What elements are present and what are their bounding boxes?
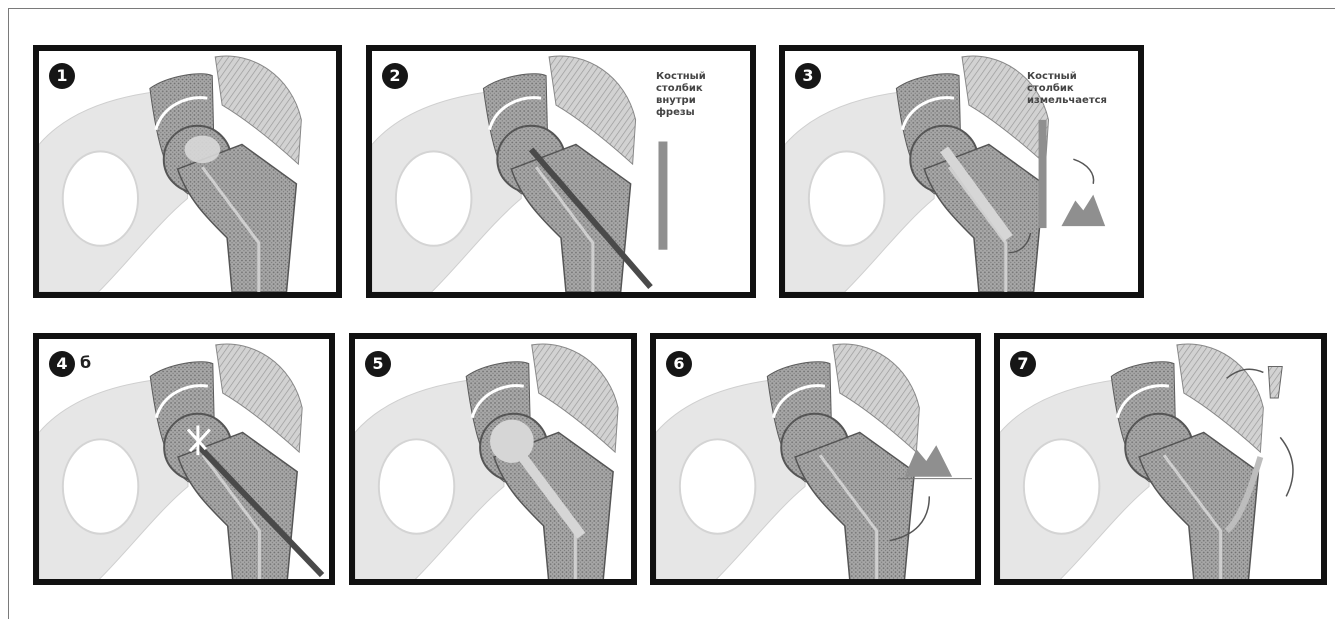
hip-joint-illustration (656, 339, 975, 579)
hip-anatomy (656, 344, 919, 579)
obturator-foramen (1024, 439, 1100, 533)
necrosis-zone (185, 136, 221, 164)
obturator-foramen (63, 439, 138, 533)
caption-line: внутри (656, 95, 706, 107)
bone-graft-pile (904, 445, 952, 476)
muscle-pedicle-graft (1268, 367, 1282, 398)
bone-core-column (1039, 120, 1047, 228)
femur (511, 144, 630, 292)
hip-joint-illustration (39, 51, 336, 292)
caption-line: Костный (656, 71, 706, 83)
step-number-badge: 4 (49, 351, 75, 377)
hip-anatomy (372, 56, 636, 292)
bone-core-caption: Костный столбик внутри фрезы (656, 71, 706, 119)
obturator-foramen (63, 151, 138, 245)
crushed-bone-pile (1061, 195, 1105, 226)
step-number-badge: 5 (365, 351, 391, 377)
obturator-foramen (809, 151, 885, 245)
obturator-foramen (680, 439, 756, 533)
step-sub-label: б (80, 353, 91, 372)
hip-anatomy (355, 344, 618, 579)
obturator-foramen (396, 151, 472, 245)
step-panel-1: 1 (33, 45, 342, 298)
caption-line: столбик (656, 83, 706, 95)
caption-line: Костный (1027, 71, 1107, 83)
process-arrow (1073, 159, 1093, 184)
femur (178, 144, 297, 292)
graft-arrow-side (1280, 437, 1293, 496)
hip-anatomy (785, 56, 1049, 292)
hip-joint-illustration (355, 339, 631, 579)
step-number-badge: 7 (1010, 351, 1036, 377)
step-panel-4: 4 б (33, 333, 335, 585)
bone-core-column (658, 141, 667, 249)
step-panel-2: 2 Костный столбик внутри фрезы (366, 45, 756, 298)
step-panel-7: 7 (994, 333, 1327, 585)
step-number-badge: 2 (382, 63, 408, 89)
step-number-badge: 3 (795, 63, 821, 89)
femur (924, 144, 1043, 292)
bone-core-caption: Костный столбик измельчается (1027, 71, 1107, 107)
caption-line: столбик (1027, 83, 1107, 95)
hip-anatomy (39, 344, 302, 579)
hip-joint-illustration (1000, 339, 1321, 579)
femur (795, 432, 914, 579)
caption-line: фрезы (656, 107, 706, 119)
step-panel-5: 5 (349, 333, 637, 585)
caption-line: измельчается (1027, 95, 1107, 107)
hip-anatomy (1000, 344, 1263, 579)
step-number-badge: 6 (666, 351, 692, 377)
step-number-badge: 1 (49, 63, 75, 89)
step-panel-6: 6 (650, 333, 981, 585)
step-panel-3: 3 Костный столбик измельчается (779, 45, 1144, 298)
hip-anatomy (39, 56, 301, 292)
hip-joint-illustration (39, 339, 329, 579)
obturator-foramen (379, 439, 454, 533)
femur (178, 432, 297, 579)
